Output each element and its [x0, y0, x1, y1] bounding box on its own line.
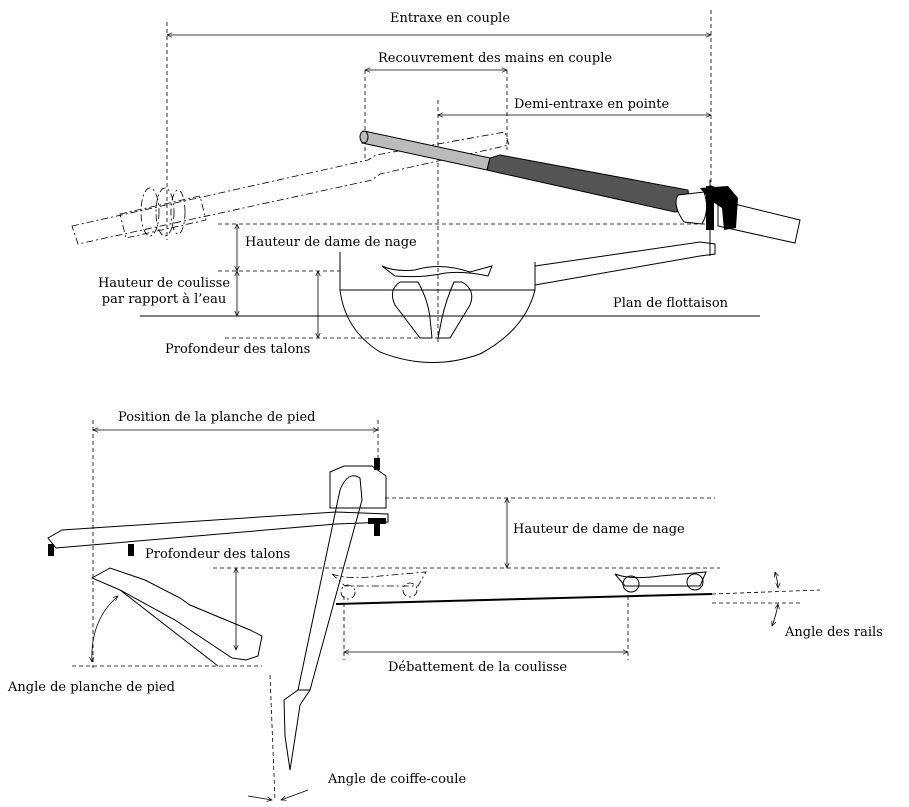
label-angle-coiffe: Angle de coiffe-coule: [328, 772, 467, 787]
side-oar: [269, 475, 363, 801]
top-diagram: [71, 10, 801, 364]
label-hauteur-dame-bottom: Hauteur de dame de nage: [513, 522, 685, 537]
label-angle-planche: Angle de planche de pied: [8, 680, 175, 695]
footboard: [72, 567, 263, 667]
label-hauteur-dame-top: Hauteur de dame de nage: [245, 235, 417, 250]
seat-front: [331, 571, 427, 600]
seat-back: [614, 571, 707, 593]
label-angle-rails: Angle des rails: [785, 625, 883, 640]
side-rigger: [47, 458, 389, 556]
label-demi-entraxe: Demi-entraxe en pointe: [514, 97, 670, 112]
label-profondeur-talons-bottom: Profondeur des talons: [145, 547, 291, 562]
oar: [359, 130, 801, 256]
label-hauteur-coulisse-1: Hauteur de coulisse: [97, 276, 231, 291]
label-entraxe-couple: Entraxe en couple: [389, 11, 511, 26]
label-plan-flottaison: Plan de flottaison: [613, 296, 729, 311]
label-profondeur-talons-top: Profondeur des talons: [165, 342, 311, 357]
label-recouvrement: Recouvrement des mains en couple: [378, 51, 613, 66]
bottom-diagram: [47, 420, 821, 801]
label-position-planche: Position de la planche de pied: [118, 410, 316, 425]
hull: [339, 241, 716, 364]
ghost-oar: [71, 131, 510, 245]
label-hauteur-coulisse-2: par rapport à l’eau: [101, 292, 227, 307]
label-debattement: Débattement de la coulisse: [388, 660, 568, 675]
